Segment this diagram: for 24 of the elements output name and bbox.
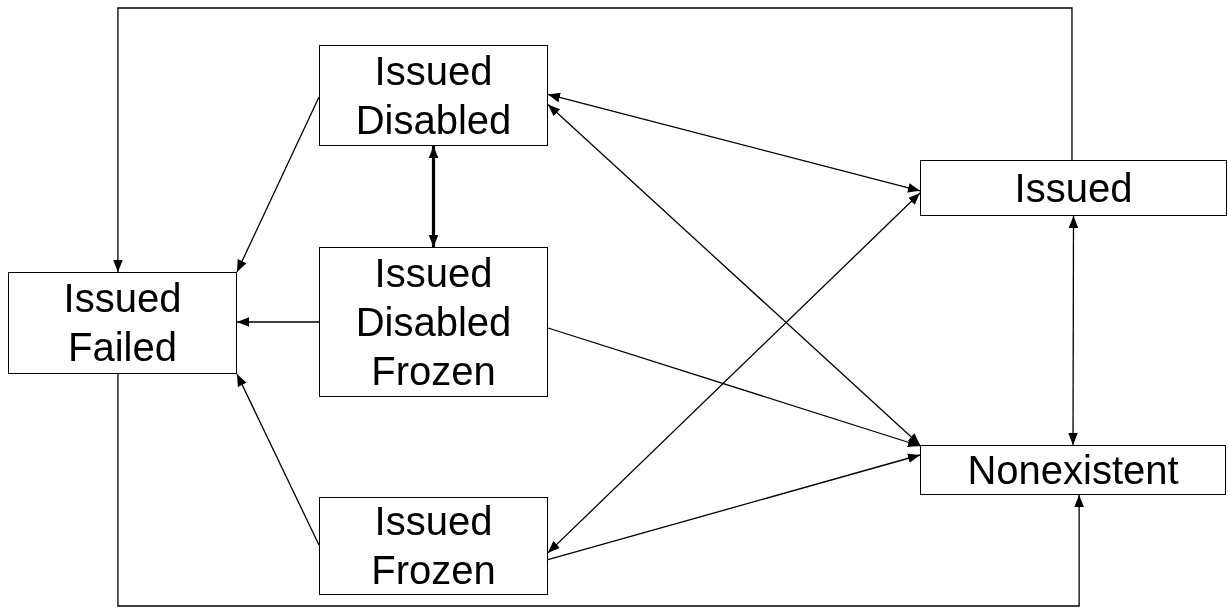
state-label: Issued Disabled Frozen [354, 249, 513, 395]
state-box [8, 272, 237, 374]
state-label: Issued Failed [62, 275, 183, 371]
arrow [547, 453, 921, 561]
arrow [113, 7, 1073, 273]
state-box [319, 497, 548, 595]
arrow [547, 192, 921, 554]
arrow [547, 103, 921, 446]
arrow [428, 146, 439, 247]
arrow [236, 96, 320, 273]
arrow [547, 327, 921, 447]
arrow [547, 92, 921, 193]
state-box [319, 247, 548, 397]
arrow [117, 373, 1084, 607]
arrow [1068, 215, 1079, 446]
state-box [920, 445, 1226, 495]
state-label: Issued Disabled [354, 47, 513, 144]
state-label: Nonexistent [967, 446, 1179, 494]
state-label: Issued Frozen [370, 498, 497, 594]
state-label: Issued [1014, 164, 1133, 212]
arrow [236, 373, 320, 546]
state-box [319, 45, 548, 146]
arrow [236, 317, 320, 327]
state-box [920, 160, 1227, 216]
